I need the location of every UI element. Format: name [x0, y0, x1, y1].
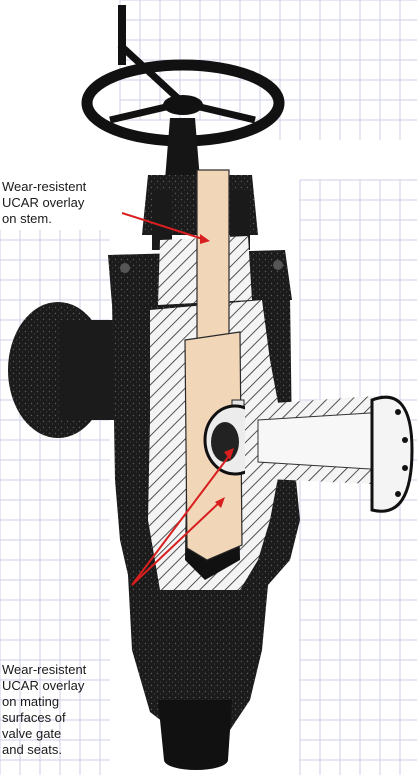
callout-stem-overlay: Wear-resistent UCAR overlay on stem.	[2, 179, 86, 227]
callout-gate-line-6: and seats.	[2, 742, 62, 757]
stem-top	[118, 5, 126, 65]
callout-gate-line-2: UCAR overlay	[2, 678, 85, 693]
callout-gate-line-3: on mating	[2, 694, 60, 709]
stem-overlay	[196, 169, 230, 346]
callout-stem-line-1: Wear-resistent	[2, 179, 87, 194]
callout-stem-line-3: on stem.	[2, 211, 52, 226]
leader-line-stem	[121, 212, 210, 244]
right-flange	[370, 395, 414, 513]
callout-stem-line-2: UCAR overlay	[2, 195, 85, 210]
callout-gate-line-1: Wear-resistent	[2, 662, 87, 677]
callout-gate-line-5: valve gate	[2, 726, 62, 741]
leader-line-gate	[131, 448, 234, 586]
callout-gate-seats-overlay: Wear-resistent UCAR overlay on mating su…	[2, 662, 86, 758]
callout-gate-line-4: surfaces of	[2, 710, 66, 725]
yoke	[165, 118, 200, 180]
